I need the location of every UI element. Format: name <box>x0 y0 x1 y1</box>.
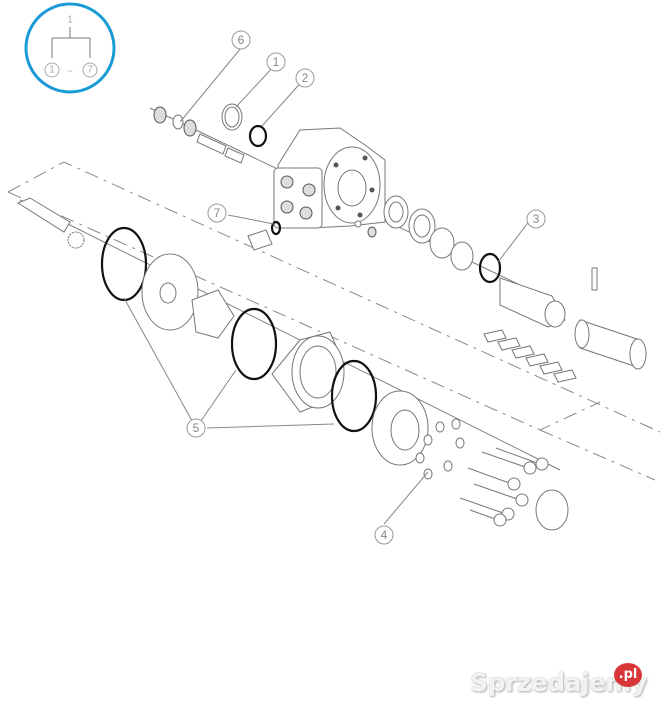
wear-plate-bore <box>159 282 177 304</box>
callout-3: 3 <box>526 209 546 229</box>
spool-oring <box>478 252 502 284</box>
gerotor-ring <box>271 331 345 413</box>
callout-7-label: 7 <box>214 206 221 220</box>
callout-2: 2 <box>295 68 315 88</box>
oring-large-3 <box>330 359 378 433</box>
callout-1-label: 1 <box>273 55 280 69</box>
bolts <box>459 447 549 527</box>
bearing-race <box>429 227 455 259</box>
legend-range-end: 7 <box>87 65 93 76</box>
cap-plug <box>535 489 569 531</box>
oring-large-2 <box>230 307 278 381</box>
callout-7: 7 <box>207 203 227 223</box>
leader-7 <box>227 214 275 225</box>
callout-1: 1 <box>266 52 286 72</box>
callout-3-label: 3 <box>533 212 540 226</box>
washers <box>415 418 465 480</box>
callout-5-label: 5 <box>193 421 200 435</box>
legend-top-label: 1 <box>67 15 73 26</box>
gerotor-star <box>191 289 235 339</box>
leader-6 <box>179 47 242 123</box>
boundary-ext <box>539 429 656 481</box>
leader-5 <box>123 297 335 429</box>
callout-6-label: 6 <box>238 33 245 47</box>
spool <box>499 277 566 328</box>
callout-2-label: 2 <box>302 71 309 85</box>
relief-valve-parts <box>153 106 245 164</box>
callout-5: 5 <box>186 418 206 438</box>
seal-ring-inner <box>224 106 240 128</box>
leader-1 <box>235 63 277 108</box>
legend-badge: 1 1 ~ 7 <box>24 2 116 94</box>
end-cover <box>371 390 429 466</box>
leader-2 <box>261 77 306 127</box>
needle-bearing-inner <box>413 214 431 238</box>
leader-4 <box>383 471 429 525</box>
check-valve <box>247 220 377 251</box>
drive-shaft <box>16 197 85 249</box>
assembly-boundary-top <box>7 161 660 433</box>
legend-range-start: 1 <box>49 65 55 76</box>
housing-oring <box>248 124 268 148</box>
oring-large-1 <box>100 226 148 302</box>
callout-4-label: 4 <box>381 528 388 542</box>
watermark-badge: .pl <box>614 663 642 687</box>
thrust-washer-inner <box>388 201 404 223</box>
leader-3 <box>497 219 531 263</box>
main-axis <box>19 199 561 471</box>
sleeve <box>574 319 647 370</box>
seal-washer <box>450 241 474 271</box>
pin <box>591 267 598 291</box>
motor-housing <box>273 127 386 229</box>
callout-4: 4 <box>374 525 394 545</box>
centering-springs <box>483 329 577 383</box>
callout-6: 6 <box>231 30 251 50</box>
legend-range-separator: ~ <box>67 67 73 78</box>
